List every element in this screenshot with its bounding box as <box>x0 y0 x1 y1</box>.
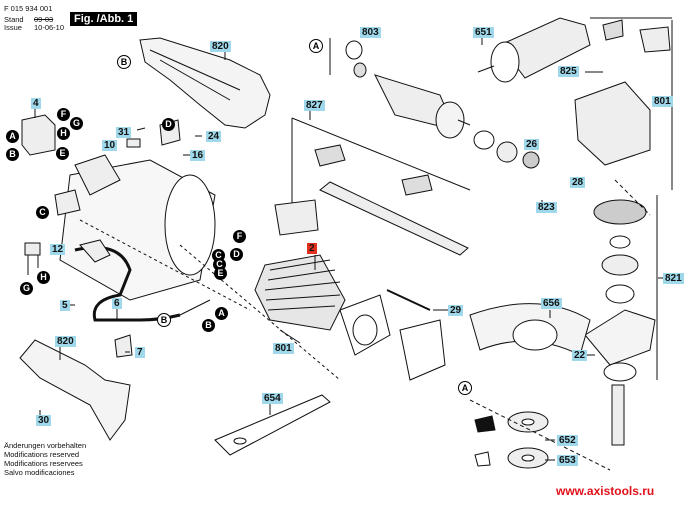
part-label-12[interactable]: 12 <box>50 244 66 255</box>
part-label-2[interactable]: 2 <box>307 243 317 254</box>
connector-marker-b: B <box>6 148 19 161</box>
part-label-31[interactable]: 31 <box>116 127 132 138</box>
part-label-652[interactable]: 652 <box>557 435 578 446</box>
connector-marker-f-2: F <box>233 230 246 243</box>
part-label-22[interactable]: 22 <box>572 350 588 361</box>
stand-label: Stand <box>4 15 24 24</box>
part-label-651[interactable]: 651 <box>473 27 494 38</box>
connector-marker-d-2: D <box>230 248 243 261</box>
part-label-4[interactable]: 4 <box>31 98 41 109</box>
part-label-7[interactable]: 7 <box>135 347 145 358</box>
part-label-28[interactable]: 28 <box>570 177 586 188</box>
modification-notes: Änderungen vorbehalten Modifications res… <box>4 441 86 477</box>
part-label-803[interactable]: 803 <box>360 27 381 38</box>
part-label-801-motor[interactable]: 801 <box>273 343 294 354</box>
connector-marker-h: H <box>57 127 70 140</box>
connector-marker-a-outline: A <box>309 39 323 53</box>
part-label-820-bottom[interactable]: 820 <box>55 336 76 347</box>
connector-marker-h-2: H <box>37 271 50 284</box>
issue-label: Issue <box>4 23 22 32</box>
part-label-656[interactable]: 656 <box>541 298 562 309</box>
part-label-10[interactable]: 10 <box>102 140 118 151</box>
part-label-26[interactable]: 26 <box>524 139 540 150</box>
part-label-6[interactable]: 6 <box>112 298 122 309</box>
part-label-29[interactable]: 29 <box>448 305 464 316</box>
connector-marker-g-2: G <box>20 282 33 295</box>
part-label-801-right[interactable]: 801 <box>652 96 673 107</box>
part-label-16[interactable]: 16 <box>190 150 206 161</box>
note-es: Salvo modificaciones <box>4 468 75 477</box>
handle-shape <box>499 17 591 79</box>
part-label-653[interactable]: 653 <box>557 455 578 466</box>
part-label-821[interactable]: 821 <box>663 273 684 284</box>
field-shape <box>254 254 346 331</box>
note-en: Modifications reserved <box>4 450 80 459</box>
top-housing-shape <box>139 37 271 129</box>
connector-marker-b-outline-2: B <box>157 313 171 327</box>
part-label-30[interactable]: 30 <box>36 415 52 426</box>
connector-marker-c: C <box>36 206 49 219</box>
spanner-shape <box>214 394 331 456</box>
part-label-5[interactable]: 5 <box>60 300 70 311</box>
part-label-820-top[interactable]: 820 <box>210 41 231 52</box>
note-fr: Modifications reservees <box>4 459 83 468</box>
connector-marker-g: G <box>70 117 83 130</box>
old-date: 09-03 <box>34 15 54 24</box>
part-label-827[interactable]: 827 <box>304 100 325 111</box>
connector-marker-b-outline: B <box>117 55 131 69</box>
part-label-825[interactable]: 825 <box>558 66 579 77</box>
connector-marker-b-2: B <box>202 319 215 332</box>
connector-marker-a-outline-2: A <box>458 381 472 395</box>
connector-marker-e-2: E <box>214 267 227 280</box>
connector-marker-e: E <box>56 147 69 160</box>
switch-shape <box>21 114 56 156</box>
connector-marker-f: F <box>57 108 70 121</box>
gear-housing-shape <box>574 81 651 166</box>
connector-marker-a-2: A <box>215 307 228 320</box>
part-label-823[interactable]: 823 <box>536 202 557 213</box>
part-label-24[interactable]: 24 <box>206 131 222 142</box>
connector-marker-a: A <box>6 130 19 143</box>
connector-marker-d: D <box>162 118 175 131</box>
figure-label: Fig. /Abb. 1 <box>70 12 138 26</box>
issue-date: 10-06-10 <box>34 23 65 32</box>
part-label-654[interactable]: 654 <box>262 393 283 404</box>
note-de: Änderungen vorbehalten <box>4 441 87 450</box>
website-link[interactable]: www.axistools.ru <box>556 484 655 498</box>
document-number: F 015 934 001 <box>4 4 53 13</box>
